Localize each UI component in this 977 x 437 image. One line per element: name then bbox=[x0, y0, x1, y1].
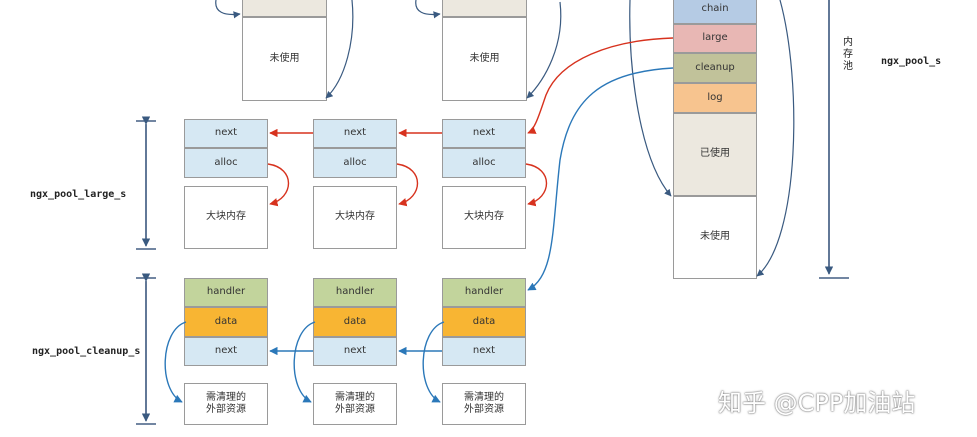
pool-field-log: log bbox=[673, 83, 757, 113]
pool-used-area: 已使用 bbox=[673, 113, 757, 196]
cleanup-1-resource-label: 需清理的 外部资源 bbox=[206, 391, 246, 416]
cleanup2-data-arrow bbox=[293, 321, 316, 403]
large-3-alloc: alloc bbox=[442, 148, 526, 178]
cleanup-3-resource-label: 需清理的 外部资源 bbox=[464, 391, 504, 416]
top-block-1-used bbox=[242, 0, 327, 17]
cleanup-3-handler: handler bbox=[442, 278, 526, 307]
pool-used-label: 已使用 bbox=[700, 148, 730, 160]
cleanup-3-handler-label: handler bbox=[464, 286, 504, 298]
cleanup-struct-name: ngx_pool_cleanup_s bbox=[32, 346, 141, 357]
cleanup-3-next-label: next bbox=[472, 345, 496, 357]
pool-field-cleanup: cleanup bbox=[673, 53, 757, 83]
top-block-2-unused: 未使用 bbox=[442, 17, 527, 101]
large-struct-name: ngx_pool_large_s bbox=[30, 189, 127, 200]
large-2-block: 大块内存 bbox=[313, 186, 397, 249]
top-block-2-next-arrow bbox=[526, 1, 562, 99]
cleanup3-data-arrow bbox=[422, 321, 445, 403]
cleanup-2-resource-label: 需清理的 外部资源 bbox=[335, 391, 375, 416]
cleanup-3-data-label: data bbox=[472, 315, 496, 327]
top-block-2-unused-label: 未使用 bbox=[469, 52, 500, 64]
cleanup-3-next: next bbox=[442, 337, 526, 366]
cleanup-2-next: next bbox=[313, 337, 397, 366]
large-3-next-label: next bbox=[472, 127, 496, 139]
large-3-alloc-label: alloc bbox=[472, 156, 496, 168]
large1-alloc-arrow bbox=[267, 163, 290, 207]
large-3-block: 大块内存 bbox=[442, 186, 526, 249]
large-1-next: next bbox=[184, 119, 268, 148]
large-2-alloc-label: alloc bbox=[343, 156, 367, 168]
cleanup-2-handler: handler bbox=[313, 278, 397, 307]
large-2-block-label: 大块内存 bbox=[335, 211, 375, 223]
pool-unused-label: 未使用 bbox=[700, 231, 730, 243]
cleanup-2-resource: 需清理的 外部资源 bbox=[313, 383, 397, 425]
top-block-1-return-arrow bbox=[215, 0, 241, 19]
pool-current-arrow bbox=[629, 0, 672, 197]
pool-large-to-large3-arrow bbox=[527, 37, 674, 134]
large3-alloc-arrow bbox=[525, 163, 548, 207]
large-2-next-label: next bbox=[343, 127, 367, 139]
watermark-text: 知乎 @CPP加油站 bbox=[718, 389, 916, 417]
large-1-block: 大块内存 bbox=[184, 186, 268, 249]
large-2-next: next bbox=[313, 119, 397, 148]
top-block-1-unused: 未使用 bbox=[242, 17, 327, 101]
cleanup-1-data: data bbox=[184, 307, 268, 337]
large-1-next-label: next bbox=[214, 127, 238, 139]
cleanup-2-next-label: next bbox=[343, 345, 367, 357]
large-3-block-label: 大块内存 bbox=[464, 211, 504, 223]
top-block-1-next-arrow bbox=[325, 0, 354, 99]
large-1-block-label: 大块内存 bbox=[206, 211, 246, 223]
large-1-alloc: alloc bbox=[184, 148, 268, 178]
cleanup1-data-arrow bbox=[164, 321, 187, 403]
cleanup-2-data: data bbox=[313, 307, 397, 337]
pool-struct-name: ngx_pool_s bbox=[881, 56, 942, 67]
cleanup-3-resource: 需清理的 外部资源 bbox=[442, 383, 526, 425]
cleanup-1-handler-label: handler bbox=[206, 286, 246, 298]
cleanup-1-data-label: data bbox=[214, 315, 238, 327]
top-block-2-used bbox=[442, 0, 527, 17]
large-3-next: next bbox=[442, 119, 526, 148]
cleanup-2-data-label: data bbox=[343, 315, 367, 327]
pool-cleanup-to-cleanup3-arrow bbox=[527, 67, 674, 291]
cleanup-3-data: data bbox=[442, 307, 526, 337]
pool-field-chain: chain bbox=[673, 0, 757, 24]
pool-field-log-label: log bbox=[707, 91, 723, 103]
top-block-1-unused-label: 未使用 bbox=[269, 52, 300, 64]
cleanup-1-next: next bbox=[184, 337, 268, 366]
cleanup-2-handler-label: handler bbox=[335, 286, 375, 298]
top-block-2-return-arrow bbox=[415, 0, 441, 19]
large-2-alloc: alloc bbox=[313, 148, 397, 178]
cleanup-1-resource: 需清理的 外部资源 bbox=[184, 383, 268, 425]
pool-field-chain-label: chain bbox=[701, 2, 729, 14]
pool-field-large-label: large bbox=[702, 32, 728, 44]
pool-end-arrow bbox=[756, 0, 795, 277]
pool-unused-area: 未使用 bbox=[673, 196, 757, 279]
pool-vertical-label: 内存池 bbox=[843, 37, 853, 72]
large-1-alloc-label: alloc bbox=[214, 156, 238, 168]
large2-alloc-arrow bbox=[396, 163, 419, 207]
large-size-indicator bbox=[136, 116, 156, 250]
pool-field-cleanup-label: cleanup bbox=[695, 61, 735, 73]
pool-field-large: large bbox=[673, 24, 757, 53]
cleanup-1-handler: handler bbox=[184, 278, 268, 307]
cleanup-1-next-label: next bbox=[214, 345, 238, 357]
